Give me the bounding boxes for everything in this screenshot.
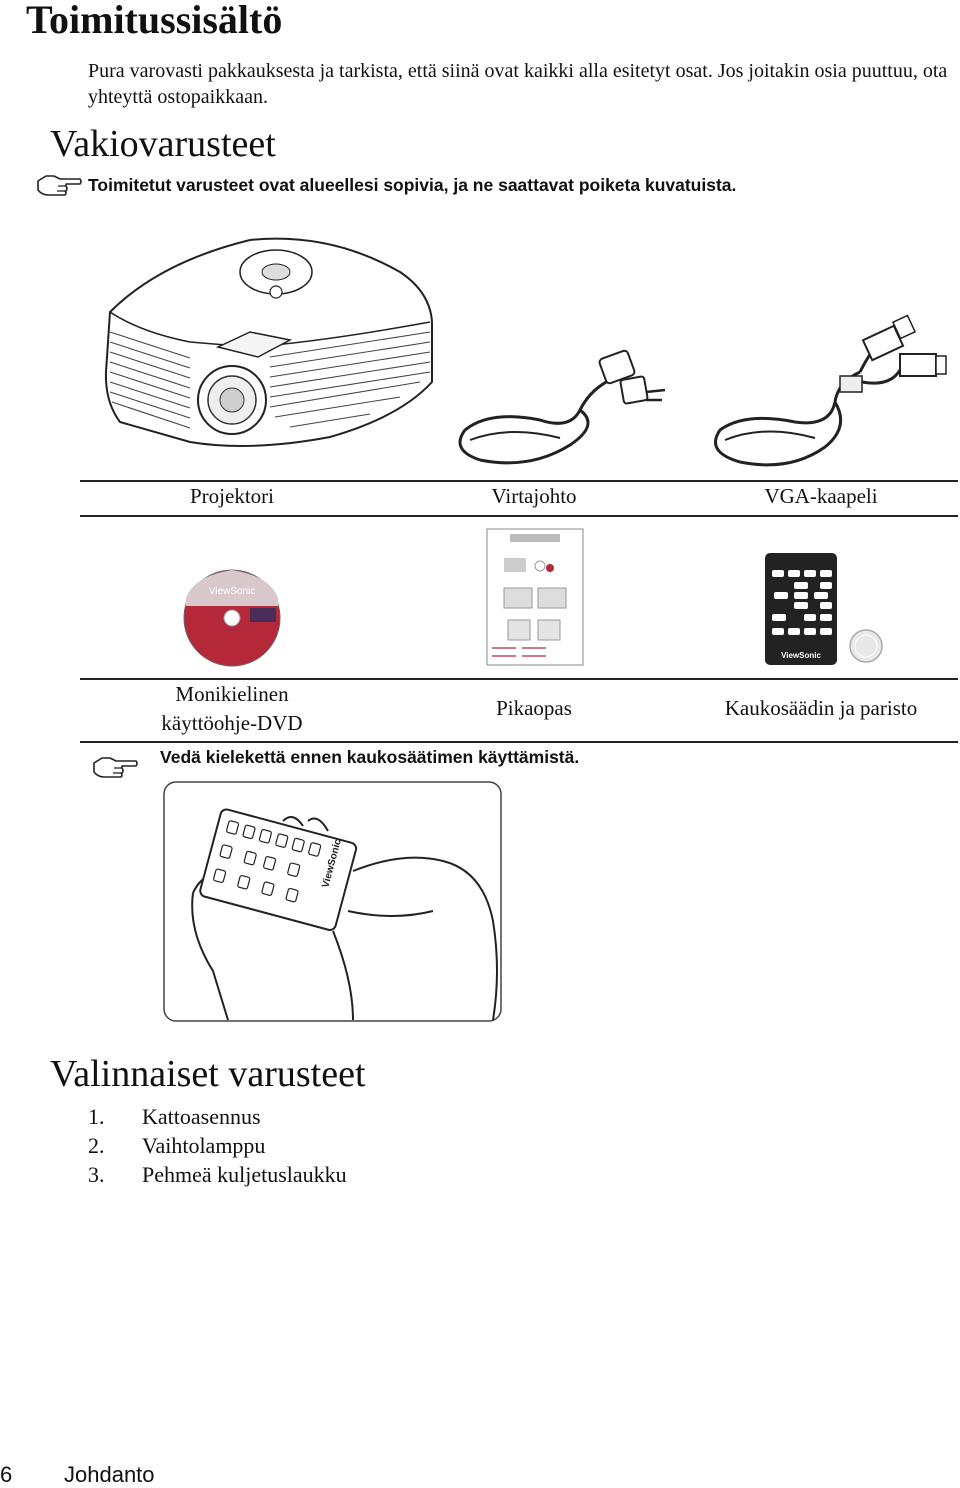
pointing-hand-icon [93,757,138,778]
vga-cable-image [714,314,947,467]
remote-tab-note: Vedä kielekettä ennen kaukosäätimen käyt… [160,747,580,767]
list-item: 2. Vaihtolamppu [88,1131,347,1160]
list-item: 3. Pehmeä kuljetuslaukku [88,1160,347,1189]
caption-projector: Projektori [190,484,274,508]
standard-accessories-heading: Vakiovarusteet [50,123,276,165]
dvd-image: ViewSonic [183,569,281,667]
battery-image [849,629,883,663]
caption-dvd: Monikielinen käyttöohje-DVD [80,680,384,738]
table-rule-mid [80,515,958,517]
caption-dvd-line1: Monikielinen [175,682,289,706]
table-rule-top [80,480,958,482]
page-title: Toimitussisältö [26,0,283,42]
footer-section: Johdanto [64,1462,155,1487]
page-number: 6 [0,1462,13,1487]
caption-remote-battery: Kaukosäädin ja paristo [724,696,918,720]
pull-tab-illustration: ViewSonic [163,781,502,1022]
regional-note: Toimitetut varusteet ovat alueellesi sop… [88,175,737,195]
dvd-logo-text: ViewSonic [209,586,256,597]
power-cord-image [458,349,666,465]
list-item-number: 1. [88,1104,105,1129]
list-item-label: Kattoasennus [142,1104,261,1129]
list-item-label: Pehmeä kuljetuslaukku [142,1162,347,1187]
quick-guide-image [486,528,584,666]
optional-accessories-list: 1. Kattoasennus 2. Vaihtolamppu 3. Pehmeä k… [88,1102,347,1189]
list-item-number: 2. [88,1133,105,1158]
remote-logo-text: ViewSonic [781,651,821,660]
remote-control-image: ViewSonic [765,553,837,665]
caption-quick-guide: Pikaopas [496,696,572,720]
optional-accessories-heading: Valinnaiset varusteet [50,1053,366,1095]
caption-power-cord: Virtajohto [491,484,577,508]
table-rule-row2 [80,678,958,680]
table-rule-bottom [80,741,958,743]
list-item-number: 3. [88,1162,105,1187]
pointing-hand-icon [37,175,82,196]
list-item: 1. Kattoasennus [88,1102,347,1131]
projector-image [104,237,433,447]
list-item-label: Vaihtolamppu [142,1133,266,1158]
caption-dvd-line2: käyttöohje-DVD [161,711,303,735]
caption-vga-cable: VGA-kaapeli [764,484,878,508]
intro-text: Pura varovasti pakkauksesta ja tarkista,… [88,60,948,108]
